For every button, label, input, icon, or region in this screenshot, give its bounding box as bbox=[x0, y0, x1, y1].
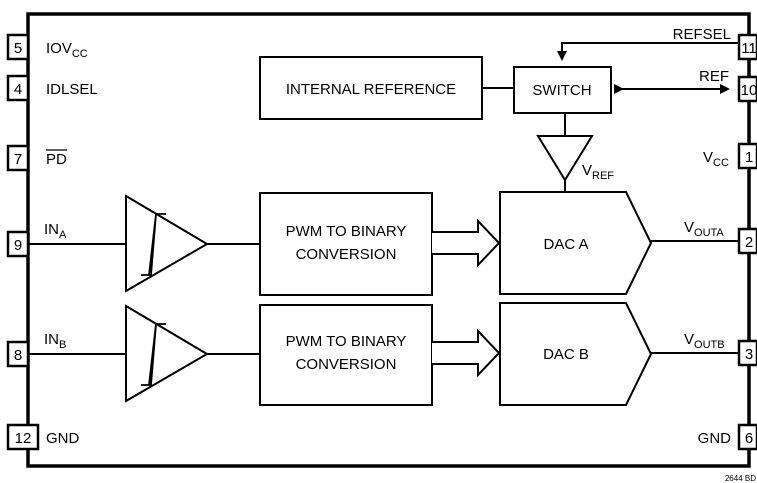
pin-iovcc-number: 5 bbox=[14, 40, 22, 57]
pin-iovcc-label: IOVCC bbox=[46, 40, 88, 60]
pin-inb-number: 8 bbox=[14, 347, 22, 364]
pin-gnd-left: 12 GND bbox=[6, 423, 80, 451]
pwm-a-line2: CONVERSION bbox=[296, 246, 397, 263]
pin-ref-label: REF bbox=[699, 68, 729, 85]
pin-pd: 7 PD bbox=[6, 144, 67, 172]
pwm-to-binary-block-a: PWM TO BINARY CONVERSION bbox=[259, 192, 433, 296]
pin-inb-label: INB bbox=[44, 331, 66, 351]
pin-idlsel: 4 IDLSEL bbox=[6, 74, 98, 102]
pwm-a-line1: PWM TO BINARY bbox=[286, 223, 407, 240]
switch-label: SWITCH bbox=[532, 82, 591, 99]
pin-ref: 10 REF bbox=[699, 68, 757, 103]
pin-refsel: 11 REFSEL bbox=[673, 26, 757, 61]
figure-code: 2644 BD bbox=[725, 474, 756, 483]
schmitt-trigger-b bbox=[125, 304, 209, 403]
pin-pd-number: 7 bbox=[14, 151, 22, 168]
pin-idlsel-number: 4 bbox=[14, 81, 22, 98]
pin-iovcc: 5 IOVCC bbox=[6, 33, 88, 61]
bus-arrow-a bbox=[432, 218, 501, 268]
pin-pd-label: PD bbox=[46, 151, 67, 168]
pin-ina: 9 INA bbox=[6, 221, 67, 258]
pin-ina-number: 9 bbox=[14, 237, 22, 254]
schmitt-trigger-a bbox=[125, 194, 209, 293]
pin-vcc-label: VCC bbox=[703, 149, 729, 169]
pin-refsel-number: 11 bbox=[741, 40, 757, 57]
vref-label: VREF bbox=[582, 162, 614, 182]
dac-a-label: DAC A bbox=[543, 236, 588, 253]
dac-a-block: DAC A bbox=[499, 191, 653, 295]
pin-ina-label: INA bbox=[44, 221, 67, 241]
pin-voutb: 3 VOUTB bbox=[684, 331, 757, 367]
refsel-wire bbox=[557, 42, 739, 61]
pwm-b-line2: CONVERSION bbox=[296, 356, 397, 373]
bus-arrow-b bbox=[432, 328, 501, 378]
pwm-b-line1: PWM TO BINARY bbox=[286, 333, 407, 350]
pin-gnd-right-label: GND bbox=[698, 430, 732, 447]
hysteresis-icon-b bbox=[141, 323, 166, 386]
pin-vcc-number: 1 bbox=[745, 149, 753, 166]
pwm-to-binary-block-b: PWM TO BINARY CONVERSION bbox=[259, 304, 433, 406]
pin-gnd-right-number: 6 bbox=[745, 430, 753, 447]
pin-voutb-label: VOUTB bbox=[684, 331, 725, 351]
dac-b-block: DAC B bbox=[499, 302, 653, 406]
pin-gnd-left-number: 12 bbox=[15, 430, 32, 447]
pin-ref-number: 10 bbox=[741, 82, 757, 99]
pin-voutb-number: 3 bbox=[745, 346, 753, 363]
internal-reference-block: INTERNAL REFERENCE bbox=[259, 56, 483, 120]
pin-gnd-right: 6 GND bbox=[698, 423, 757, 451]
pin-vouta: 2 VOUTA bbox=[684, 219, 757, 255]
pin-idlsel-label: IDLSEL bbox=[46, 81, 98, 98]
pin-vouta-number: 2 bbox=[745, 234, 753, 251]
hysteresis-icon-a bbox=[141, 213, 166, 276]
dac-b-label: DAC B bbox=[543, 346, 589, 363]
vref-buffer bbox=[536, 135, 594, 182]
pin-gnd-left-label: GND bbox=[46, 430, 80, 447]
pin-refsel-label: REFSEL bbox=[673, 26, 731, 43]
pin-inb: 8 INB bbox=[6, 331, 66, 368]
pin-vcc: 1 VCC bbox=[703, 142, 757, 170]
internal-reference-label: INTERNAL REFERENCE bbox=[286, 81, 456, 98]
pin-vouta-label: VOUTA bbox=[684, 219, 724, 239]
switch-block: SWITCH bbox=[513, 66, 612, 114]
